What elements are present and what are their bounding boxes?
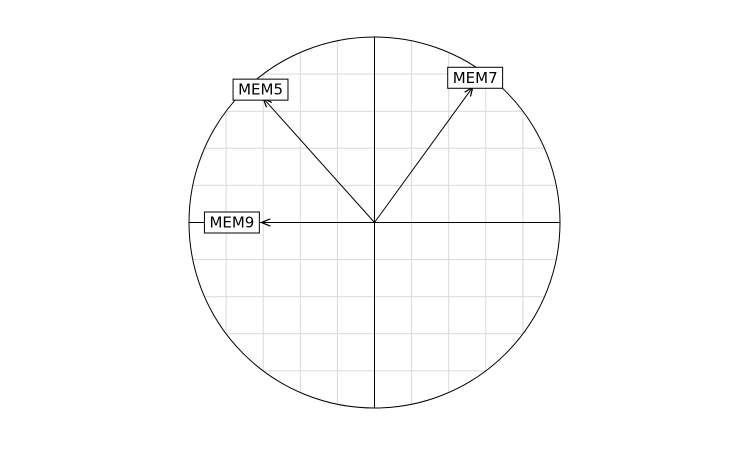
label-text: MEM5: [238, 81, 283, 99]
label-box: [232, 78, 289, 101]
label-text: MEM7: [453, 69, 498, 87]
arrow-mem7: [374, 87, 473, 223]
arrow-mem5: [263, 98, 375, 223]
circle-layer: [188, 36, 561, 409]
label-mem9: MEM9: [203, 211, 260, 234]
label-box: [447, 66, 504, 89]
label-text: MEM9: [209, 214, 254, 232]
label-box: [203, 211, 260, 234]
label-mem5: MEM5: [232, 78, 289, 101]
arrows-layer: [261, 87, 472, 222]
unit-circle: [188, 36, 561, 409]
label-mem7: MEM7: [447, 66, 504, 89]
